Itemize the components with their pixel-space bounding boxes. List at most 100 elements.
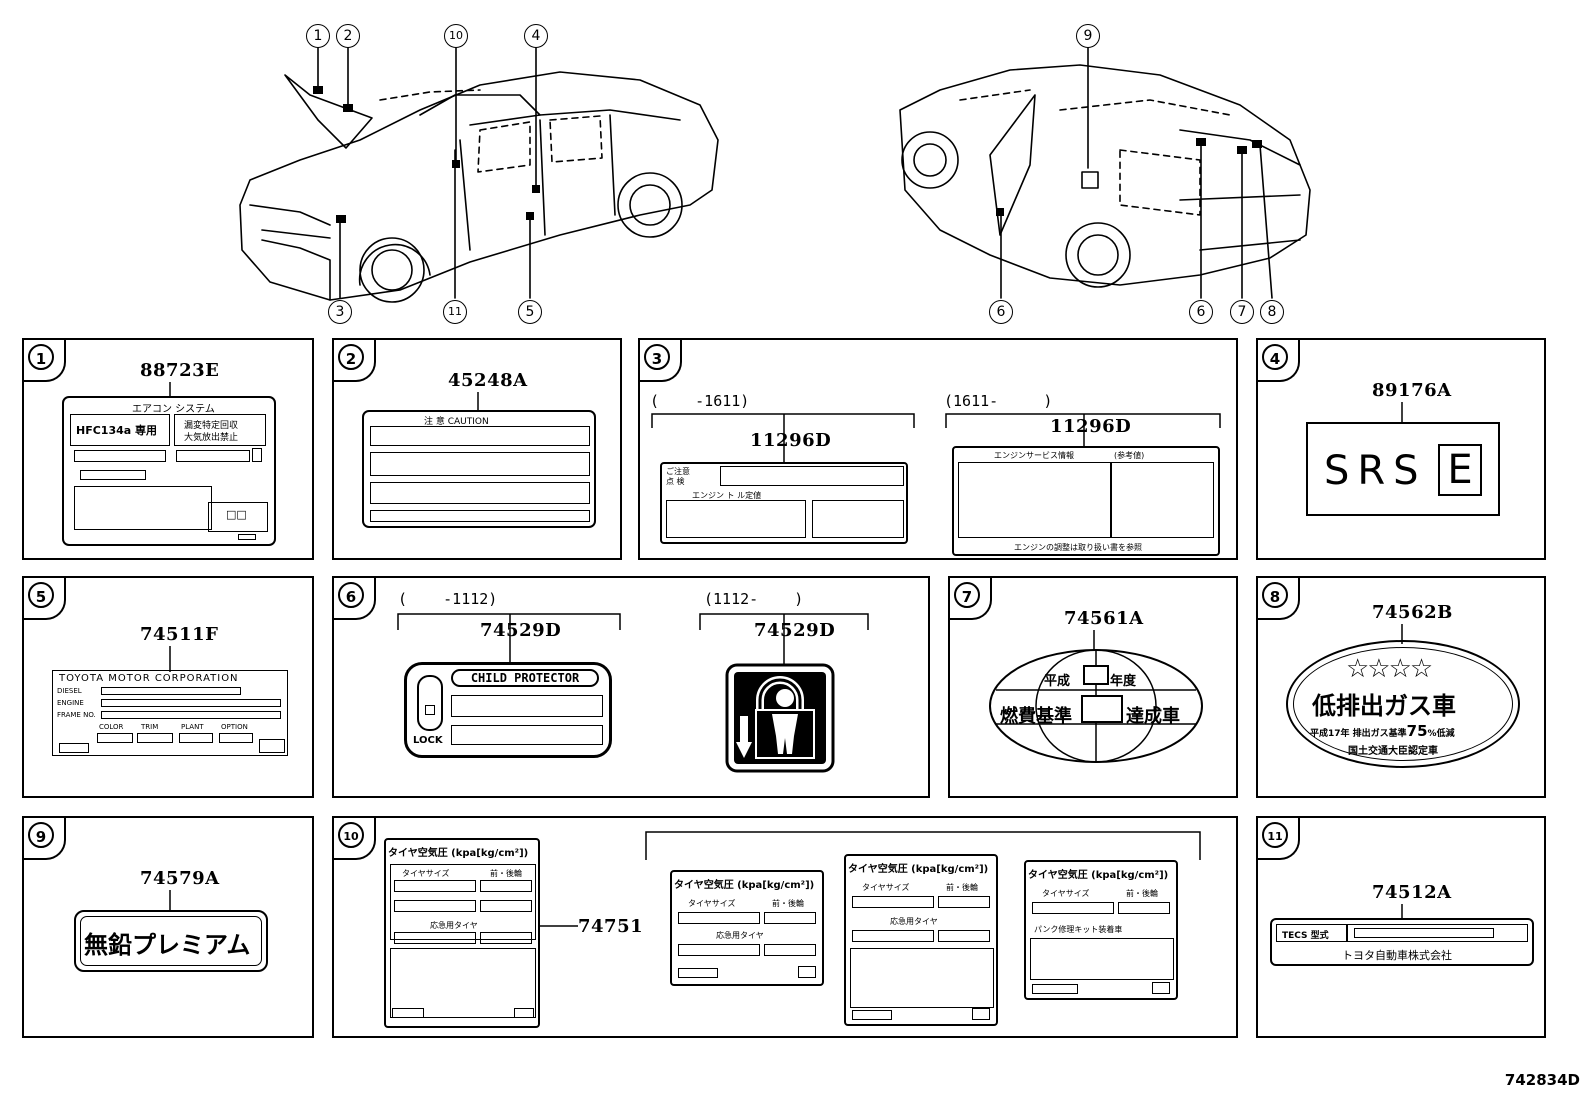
tecs-label: TECS 型式 トヨタ自動車株式会社 (1270, 918, 1534, 966)
tire-label-b: タイヤ空気圧 (kpa[kg/cm²]) タイヤサイズ 前・後輪 応急用タイヤ (844, 854, 998, 1026)
panel-number: 9 (22, 816, 66, 860)
range-b: (1611- ) (944, 392, 1053, 410)
tire-label-main: タイヤ空気圧 (kpa[kg/cm²]) タイヤサイズ 前・後輪 応急用タイヤ (384, 838, 540, 1028)
callout-3: 3 (328, 300, 352, 324)
tire-label-a: タイヤ空気圧 (kpa[kg/cm²]) タイヤサイズ 前・後輪 応急用タイヤ (670, 870, 824, 986)
lock-text: LOCK (413, 735, 443, 746)
panel-11: 11 74512A TECS 型式 トヨタ自動車株式会社 (1256, 816, 1546, 1038)
caution-header: 注 意 CAUTION (424, 417, 489, 427)
kijun-text: 燃費基準 (1000, 706, 1072, 727)
panel-number: 2 (332, 338, 376, 382)
part-number: 74751 (578, 916, 644, 937)
emission-line1b: %低減 (1427, 729, 1455, 739)
field-diesel: DIESEL (57, 687, 82, 695)
callout-2: 2 (336, 24, 360, 48)
b-title: エンジンサービス情報 (994, 451, 1074, 460)
fuel-label: 無鉛プレミアム (74, 910, 268, 972)
part-number-b: 74529D (754, 620, 836, 641)
tire-title: タイヤ空気圧 (kpa[kg/cm²]) (848, 864, 989, 875)
callout-11: 11 (443, 300, 467, 324)
tire-spare: 応急用タイヤ (430, 921, 478, 930)
low-emission-title: 低排出ガス車 (1312, 692, 1456, 720)
vin-plate: TOYOTA MOTOR CORPORATION DIESEL ENGINE F… (52, 670, 288, 756)
field-trim: TRIM (141, 723, 159, 731)
tire-title: タイヤ空気圧 (kpa[kg/cm²]) (674, 880, 815, 891)
part-number: 74512A (1372, 882, 1452, 903)
callout-10: 10 (444, 24, 468, 48)
field-frame: FRAME NO. (57, 711, 96, 719)
part-number: 74511F (140, 624, 219, 645)
child-protector-title: CHILD PROTECTOR (451, 669, 599, 687)
panel-2: 2 45248A 注 意 CAUTION (332, 338, 622, 560)
range-a: ( -1611) (650, 392, 750, 410)
child-lock-icon (725, 663, 835, 773)
srs-e-box: E (1438, 444, 1482, 496)
callout-8: 8 (1260, 300, 1284, 324)
panel-number: 5 (22, 576, 66, 620)
srs-text: SRS (1324, 448, 1427, 494)
stars: ☆☆☆☆ (1346, 654, 1433, 684)
panel-number: 3 (638, 338, 682, 382)
maker-text: トヨタ自動車株式会社 (1342, 949, 1452, 962)
a-eng: エンジン ト ル定値 (692, 491, 762, 500)
panel-5: 5 74511F TOYOTA MOTOR CORPORATION DIESEL… (22, 576, 314, 798)
part-number-b: 11296D (1050, 416, 1132, 437)
b-sub: (参考値) (1114, 451, 1145, 460)
b-foot: エンジンの調整は取り扱い書を参照 (1014, 543, 1142, 552)
part-number: 45248A (448, 370, 528, 391)
field-option: OPTION (221, 723, 248, 731)
tire-spare: 応急用タイヤ (716, 931, 764, 940)
panel-7: 7 74561A 平成 年度 燃費基準 達成車 (948, 576, 1238, 798)
refrigerant: HFC134a 専用 (76, 424, 158, 437)
a-row1: ご注意 (666, 467, 690, 476)
tire-size: タイヤサイズ (862, 883, 910, 892)
warning-2: 大気放出禁止 (184, 433, 239, 443)
tire-spare: 応急用タイヤ (890, 917, 938, 926)
callout-4: 4 (524, 24, 548, 48)
tire-size: タイヤサイズ (1042, 889, 1090, 898)
panel-1: 1 88723E エアコン システム HFC134a 専用 漏変特定回収 大気放… (22, 338, 314, 560)
panel-3: 3 ( -1611) (1611- ) 11296D 11296D ご注意 点 … (638, 338, 1238, 560)
field-plant: PLANT (181, 723, 204, 731)
nendo-text: 年度 (1110, 674, 1137, 689)
engine-label-b: エンジンサービス情報 (参考値) エンジンの調整は取り扱い書を参照 (952, 446, 1220, 556)
part-number: 74561A (1064, 608, 1144, 629)
callout-6b: 6 (1189, 300, 1213, 324)
tire-size: タイヤサイズ (688, 899, 736, 908)
tire-axle: 前・後輪 (772, 899, 804, 908)
srs-label: SRS E (1306, 422, 1500, 516)
low-emission-label: ☆☆☆☆ 低排出ガス車 平成17年 排出ガス基準75%低減 国土交通大臣認定車 (1286, 640, 1520, 768)
car-illustrations (239, 47, 1311, 303)
emission-line1a: 平成17年 排出ガス基準 (1310, 729, 1407, 739)
diagram-id: 742834D (1504, 1071, 1580, 1089)
panel-6: 6 ( -1112) (1112- ) 74529D 74529D CHILD … (332, 576, 930, 798)
ac-label: エアコン システム HFC134a 専用 漏変特定回収 大気放出禁止 □□ (62, 396, 276, 546)
tire-axle: 前・後輪 (1126, 889, 1158, 898)
tire-axle: 前・後輪 (490, 869, 522, 878)
caution-label: 注 意 CAUTION (362, 410, 596, 528)
a-row2: 点 検 (666, 477, 685, 486)
callout-5: 5 (518, 300, 542, 324)
engine-label-a: ご注意 点 検 エンジン ト ル定値 (660, 462, 908, 544)
field-engine: ENGINE (57, 699, 84, 707)
tire-title: タイヤ空気圧 (kpa[kg/cm²]) (388, 848, 529, 859)
panel-number: 7 (948, 576, 992, 620)
callout-6a: 6 (989, 300, 1013, 324)
corp-name: TOYOTA MOTOR CORPORATION (59, 673, 239, 684)
panel-9: 9 74579A 無鉛プレミアム (22, 816, 314, 1038)
part-number-a: 74529D (480, 620, 562, 641)
tire-axle: 前・後輪 (946, 883, 978, 892)
callout-7: 7 (1230, 300, 1254, 324)
tire-size: タイヤサイズ (402, 869, 450, 878)
part-number: 88723E (140, 360, 220, 381)
ac-title: エアコン システム (132, 404, 215, 415)
panel-8: 8 74562B ☆☆☆☆ 低排出ガス車 平成17年 排出ガス基準75%低減 国… (1256, 576, 1546, 798)
tassei-text: 達成車 (1126, 706, 1180, 727)
panel-number: 4 (1256, 338, 1300, 382)
callout-9: 9 (1076, 24, 1100, 48)
tire-kit: パンク修理キット装着車 (1034, 925, 1123, 934)
panel-number: 11 (1256, 816, 1300, 860)
panel-10: 10 タイヤ空気圧 (kpa[kg/cm²]) タイヤサイズ 前・後輪 応急用タ… (332, 816, 1238, 1038)
tecs-text: TECS 型式 (1282, 931, 1329, 941)
range-b: (1112- ) (704, 590, 804, 608)
